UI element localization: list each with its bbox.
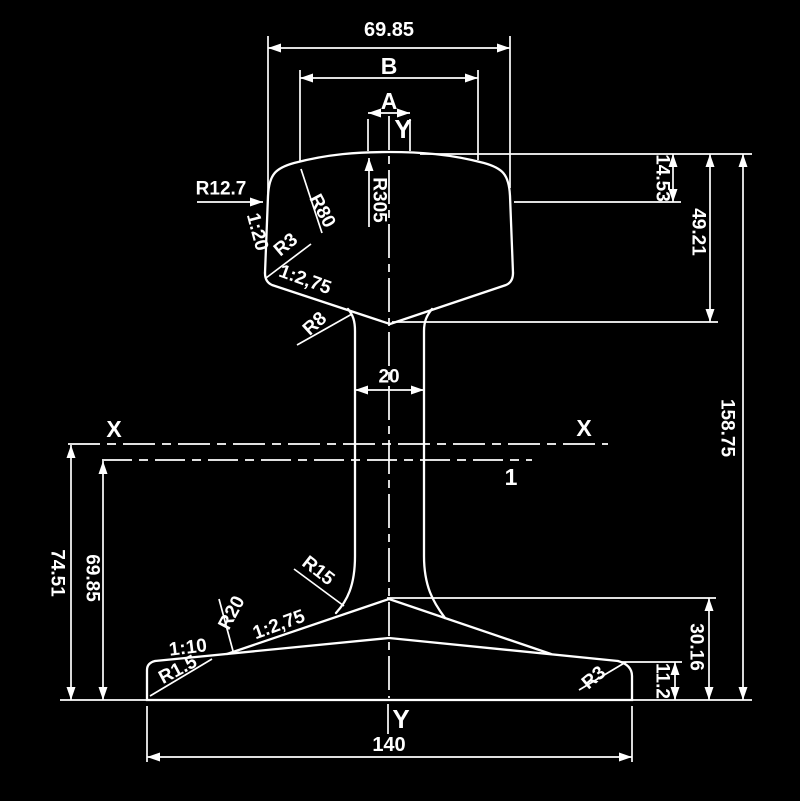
section-1-label: 1 bbox=[505, 464, 518, 490]
axis-lines bbox=[68, 116, 608, 734]
width-a-label: A bbox=[381, 88, 398, 114]
width-b-label: B bbox=[381, 53, 398, 79]
r80-label: R80 bbox=[305, 191, 340, 232]
web-right-edge bbox=[422, 307, 447, 620]
r3-foot-label: R3 bbox=[578, 662, 610, 694]
foot-edge-height-label: 11.2 bbox=[652, 663, 673, 699]
r20-label: R20 bbox=[215, 593, 250, 634]
web-width-label: 20 bbox=[378, 367, 399, 388]
leader-r8 bbox=[296, 313, 353, 346]
r12-7-label: R12.7 bbox=[196, 179, 247, 200]
leader-r3-foot bbox=[578, 661, 627, 691]
x-axis-left-label: X bbox=[106, 416, 122, 442]
leader-r3-head bbox=[265, 243, 312, 279]
r15-label: R15 bbox=[298, 552, 339, 590]
y-axis-bottom-label: Y bbox=[392, 704, 409, 734]
head-underside-left bbox=[263, 271, 392, 326]
rail-head-outline bbox=[263, 150, 515, 275]
lower-axis-height-label: 69.85 bbox=[82, 554, 103, 602]
leader-lines bbox=[149, 158, 627, 697]
drawing-labels: 69.85 B A Y R12.7 R80 R305 1:20 R3 1:2,7… bbox=[47, 19, 738, 756]
foot-slope-left-shallow bbox=[153, 636, 391, 663]
foot-slope-left-steep bbox=[225, 597, 391, 656]
total-height-label: 158.75 bbox=[717, 399, 738, 458]
x-axis-right-label: X bbox=[576, 415, 592, 441]
y-axis-top-label: Y bbox=[394, 114, 411, 144]
slope-head-under-label: 1:2,75 bbox=[276, 261, 334, 299]
head-corner-offset-label: 14.53 bbox=[652, 154, 673, 202]
head-underside-right bbox=[388, 271, 515, 326]
r3-head-label: R3 bbox=[270, 229, 302, 261]
leader-r15 bbox=[293, 568, 345, 607]
foot-slope-height-label: 30.16 bbox=[686, 623, 707, 671]
xx-height-label: 74.51 bbox=[47, 549, 68, 597]
foot-width-label: 140 bbox=[372, 734, 405, 756]
head-depth-label: 49.21 bbox=[688, 208, 709, 256]
slope-foot-outer-label: 1:10 bbox=[168, 635, 208, 660]
top-width-label: 69.85 bbox=[364, 19, 414, 41]
r305-label: R305 bbox=[369, 177, 390, 223]
slope-foot-inner-label: 1:2,75 bbox=[250, 606, 308, 644]
foot-slope-right-steep bbox=[387, 597, 553, 656]
dimension-lines bbox=[66, 43, 748, 762]
r8-label: R8 bbox=[299, 308, 331, 340]
leader-r80 bbox=[300, 168, 323, 234]
web-left-edge bbox=[334, 307, 357, 615]
extension-lines bbox=[60, 36, 752, 762]
leader-r20 bbox=[218, 598, 234, 652]
leader-r1-5 bbox=[149, 658, 213, 697]
foot-slope-right-shallow bbox=[387, 636, 620, 663]
